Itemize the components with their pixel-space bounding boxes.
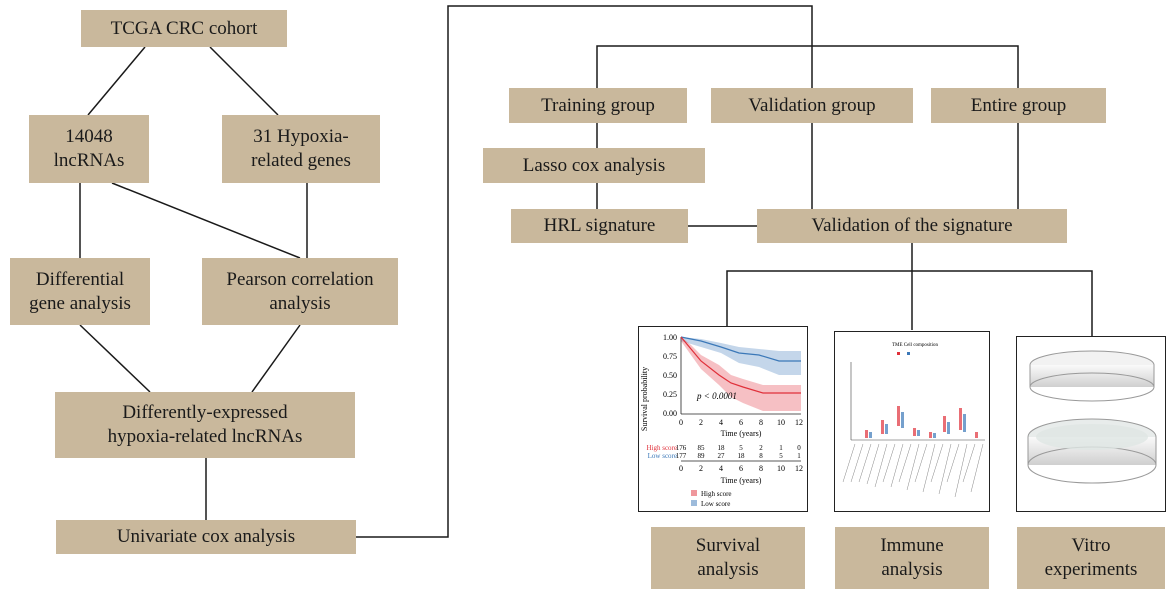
pearson-correlation-box: Pearson correlation analysis (202, 258, 398, 325)
entire-group-label: Entire group (970, 94, 1067, 116)
legend-high-swatch (691, 490, 697, 496)
km-xtick: 12 (795, 418, 803, 427)
lncrnas-label: 14048 lncRNAs (53, 126, 125, 171)
risk-low-cell: 8 (759, 452, 763, 460)
risk-xtick: 12 (795, 464, 803, 473)
immune-legend-low (907, 352, 910, 355)
km-xtick: 6 (739, 418, 743, 427)
pearson-correlation-label: Pearson correlation analysis (226, 268, 374, 314)
km-xtick: 10 (777, 418, 785, 427)
petri-dish-image (1027, 350, 1157, 484)
risk-high-cell: 0 (797, 444, 801, 452)
risk-low-cell: 27 (718, 452, 726, 460)
km-plot: Survival probability 1.00 0.75 0.50 0.25… (640, 333, 803, 508)
hypoxia-genes-label: 31 Hypoxia- related genes (251, 126, 351, 171)
de-hypoxia-lncrnas-box: Differently-expressed hypoxia-related ln… (55, 392, 355, 458)
differential-analysis-box: Differential gene analysis (10, 258, 150, 325)
km-xlabel: Time (years) (721, 429, 762, 438)
legend-low-swatch (691, 500, 697, 506)
risk-xtick: 4 (719, 464, 723, 473)
immune-boxplot-panel: TME Cell composition (834, 331, 990, 512)
risk-xlabel: Time (years) (721, 476, 762, 485)
risk-high-label: High score (646, 444, 677, 452)
validation-group-label: Validation group (748, 94, 876, 116)
km-ytick: 0.75 (663, 352, 677, 361)
risk-xtick: 8 (759, 464, 763, 473)
km-xtick: 4 (719, 418, 723, 427)
risk-xtick: 6 (739, 464, 743, 473)
risk-low-cell: 5 (779, 452, 783, 460)
immune-legend-high (897, 352, 900, 355)
legend-high-label: High score (701, 490, 732, 498)
vitro-experiments-box: Vitro experiments (1017, 527, 1165, 589)
survival-analysis-label: Survival analysis (695, 535, 761, 580)
petri-base-icon (1027, 418, 1157, 484)
risk-low-cell: 1 (797, 452, 801, 460)
risk-xtick: 10 (777, 464, 785, 473)
hrl-signature-box: HRL signature (511, 209, 688, 243)
risk-xtick: 2 (699, 464, 703, 473)
training-group-box: Training group (509, 88, 687, 123)
km-pvalue: p < 0.0001 (696, 391, 737, 401)
risk-high-cell: 1 (779, 444, 783, 452)
risk-high-cell: 2 (759, 444, 763, 452)
vitro-dish-panel (1016, 336, 1166, 512)
risk-high-cell: 85 (698, 444, 706, 452)
validation-signature-label: Validation of the signature (811, 215, 1013, 237)
immune-analysis-box: Immune analysis (835, 527, 989, 589)
hypoxia-genes-box: 31 Hypoxia- related genes (222, 115, 380, 183)
petri-lid-icon (1029, 350, 1155, 402)
validation-signature-box: Validation of the signature (757, 209, 1067, 243)
validation-group-box: Validation group (711, 88, 913, 123)
immune-axis-ticks (842, 443, 984, 498)
km-xtick: 8 (759, 418, 763, 427)
km-ytick: 0.25 (663, 390, 677, 399)
lasso-cox-box: Lasso cox analysis (483, 148, 705, 183)
legend-low-label: Low score (701, 500, 730, 508)
km-ytick: 1.00 (663, 333, 677, 342)
hrl-signature-label: HRL signature (543, 215, 656, 237)
km-xtick: 2 (699, 418, 703, 427)
risk-low-cell: 177 (676, 452, 687, 460)
univariate-cox-label: Univariate cox analysis (116, 526, 296, 548)
tcga-cohort-box: TCGA CRC cohort (81, 10, 287, 47)
immune-analysis-label: Immune analysis (880, 535, 944, 580)
risk-high-cell: 176 (676, 444, 687, 452)
univariate-cox-box: Univariate cox analysis (56, 520, 356, 554)
survival-analysis-box: Survival analysis (651, 527, 805, 589)
km-ylabel: Survival probability (640, 367, 649, 431)
km-xtick: 0 (679, 418, 683, 427)
risk-high-cell: 5 (739, 444, 743, 452)
lncrnas-box: 14048 lncRNAs (29, 115, 149, 183)
entire-group-box: Entire group (931, 88, 1106, 123)
vitro-experiments-label: Vitro experiments (1044, 535, 1138, 580)
risk-low-label: Low score (648, 452, 677, 460)
tcga-cohort-label: TCGA CRC cohort (110, 17, 258, 39)
de-hypoxia-lncrnas-label: Differently-expressed hypoxia-related ln… (107, 402, 303, 447)
survival-km-panel: Survival probability 1.00 0.75 0.50 0.25… (638, 326, 808, 512)
risk-xtick: 0 (679, 464, 683, 473)
km-ytick: 0.50 (663, 371, 677, 380)
risk-low-cell: 18 (738, 452, 746, 460)
risk-low-cell: 89 (698, 452, 706, 460)
immune-plot-title: TME Cell composition (892, 343, 939, 348)
lasso-cox-label: Lasso cox analysis (522, 154, 666, 176)
immune-plot: TME Cell composition (842, 343, 985, 498)
risk-high-cell: 18 (718, 444, 726, 452)
differential-analysis-label: Differential gene analysis (29, 268, 131, 314)
training-group-label: Training group (541, 94, 655, 116)
km-ytick: 0.00 (663, 409, 677, 418)
immune-boxes (865, 406, 978, 438)
